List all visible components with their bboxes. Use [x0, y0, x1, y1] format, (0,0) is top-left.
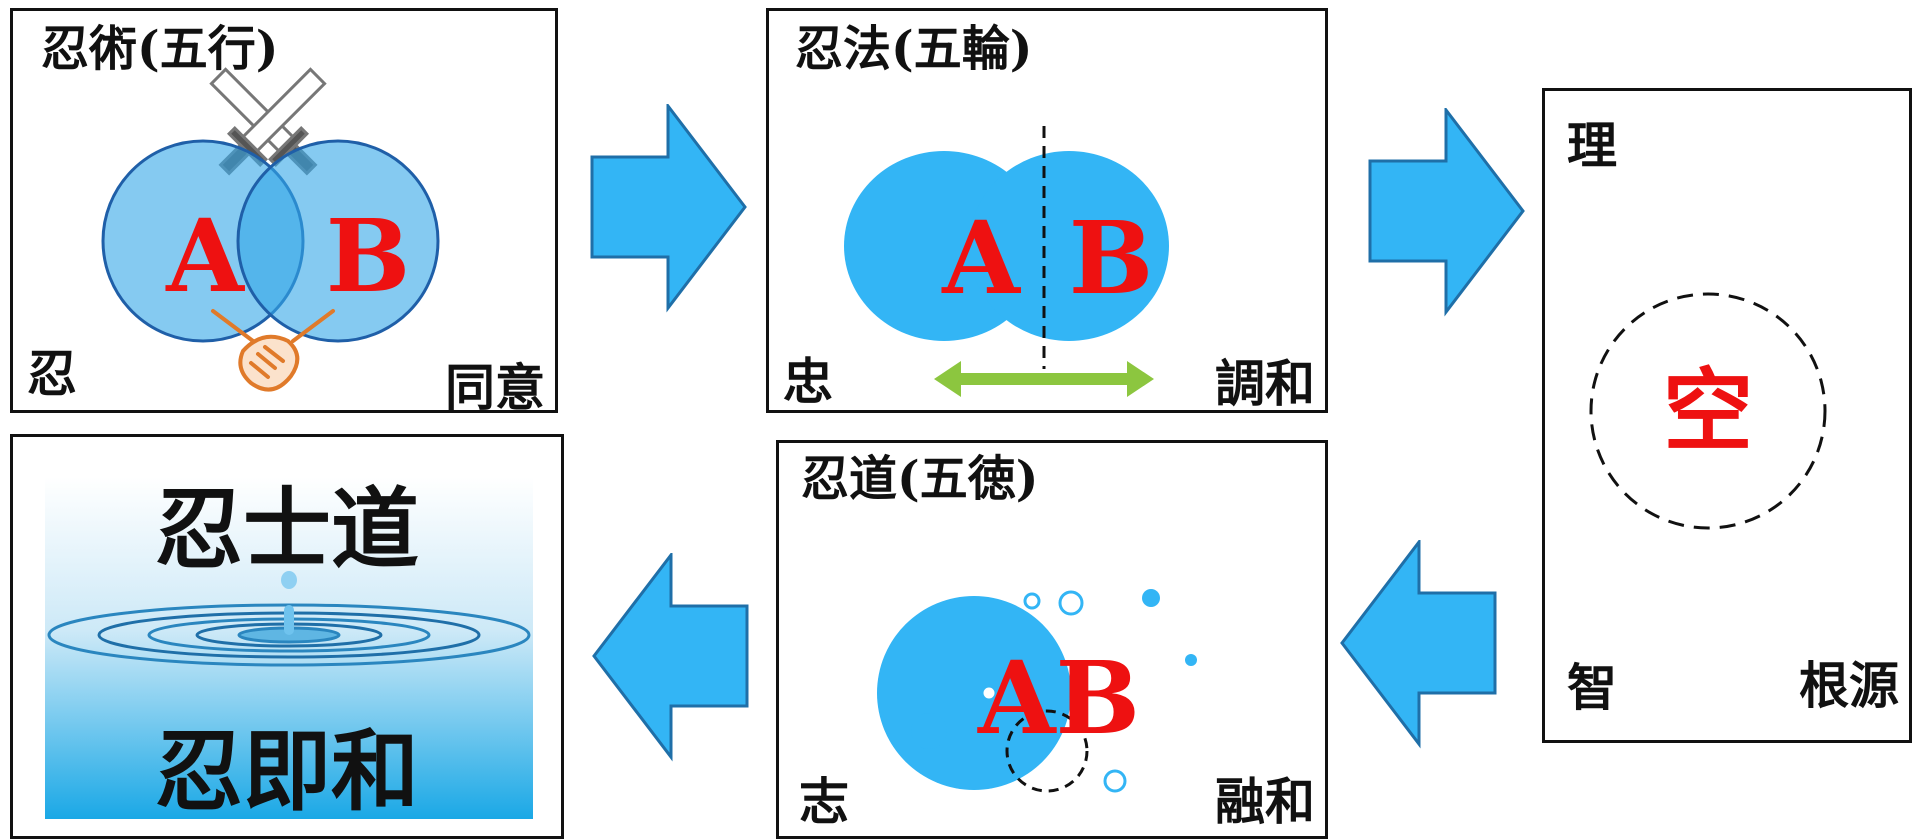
corner-label-left: 志 [799, 772, 849, 831]
corner-label-top: 理 [1567, 116, 1617, 175]
arrow-right-1 [590, 104, 747, 313]
box-ku: 理 空 智 根源 [1542, 88, 1912, 743]
corner-label-right: 融和 [1215, 772, 1315, 831]
handshake-icon [211, 309, 335, 392]
letter-a: A [941, 199, 1021, 317]
letter-b: B [326, 197, 411, 315]
bottom-heading: 忍即和 [154, 719, 420, 823]
bubble-art: AB [877, 589, 1197, 793]
top-heading: 忍士道 [154, 477, 420, 581]
bubble-small [1185, 654, 1197, 666]
corner-label-right: 根源 [1799, 656, 1899, 715]
center-label: 空 [1663, 358, 1753, 464]
box-title: 忍道(五徳) [801, 451, 1039, 507]
box-ninjutsu: A B 忍術(五行) 忍 同意 [10, 8, 558, 413]
arrow-left-2 [592, 553, 749, 762]
arrow-right-2 [1368, 108, 1525, 317]
corner-label-left: 忠 [783, 352, 833, 411]
merge-art: A B [844, 126, 1169, 397]
water-art [45, 477, 533, 819]
water-background [45, 477, 533, 819]
double-arrow-icon [934, 361, 1154, 397]
corner-label-right: 同意 [445, 358, 545, 417]
box-ninshido: 忍士道 忍即和 [10, 434, 564, 839]
dashed-void-circle [1589, 292, 1827, 530]
arrow-left-1 [1340, 540, 1497, 749]
blob-right [969, 151, 1169, 341]
corner-label-right: 調和 [1215, 354, 1315, 413]
bubble-small [980, 684, 998, 702]
corner-label-left: 智 [1567, 658, 1617, 717]
box-title: 忍法(五輪) [795, 21, 1033, 77]
bubble-small [1142, 589, 1160, 607]
box-ninpo: A B 忍法(五輪) 忠 調和 [766, 8, 1328, 413]
letters-ab: AB [977, 639, 1140, 757]
box-title: 忍術(五行) [41, 21, 279, 77]
bubble-small [1023, 592, 1041, 610]
bubble-small [1058, 590, 1084, 616]
dashed-inner-circle [1005, 709, 1089, 793]
letter-b: B [1069, 199, 1154, 317]
box-nindo: AB 忍道(五徳) 志 融和 [776, 440, 1328, 839]
letter-a: A [165, 197, 245, 315]
water-ripple-icon [47, 571, 531, 667]
venn-circle-b [236, 139, 440, 343]
venn-art: A B [101, 67, 440, 392]
corner-label-left: 忍 [27, 344, 77, 403]
bubble-small [1103, 769, 1127, 793]
bubble-small [911, 713, 947, 749]
void-art [1589, 292, 1827, 530]
